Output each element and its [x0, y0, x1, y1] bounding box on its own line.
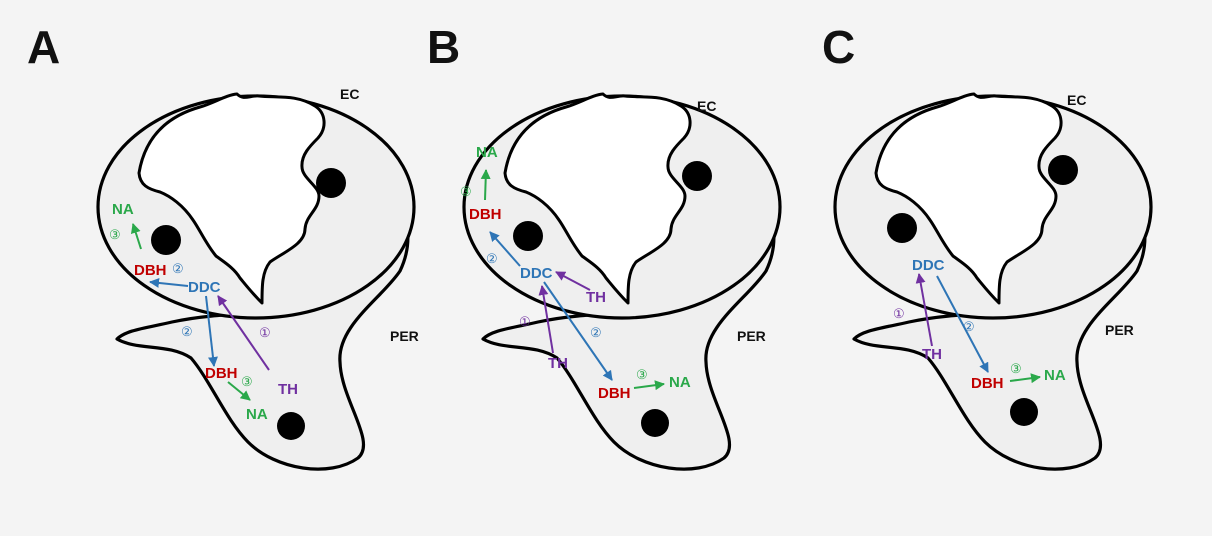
- panel-b-cells: [464, 94, 780, 469]
- ddc-label: DDC: [188, 279, 221, 296]
- panel-c: C EC PER DDC TH DBH NA ① ② ③: [822, 21, 1151, 469]
- th-per-label: TH: [548, 355, 568, 372]
- th-label: TH: [278, 381, 298, 398]
- na-per-label: NA: [246, 406, 268, 423]
- per-label: PER: [390, 328, 419, 344]
- per-nucleus: [641, 409, 669, 437]
- ec-nucleus: [151, 225, 181, 255]
- ec-nucleus: [682, 161, 712, 191]
- ddc-label: DDC: [912, 257, 945, 274]
- na-label: NA: [1044, 367, 1066, 384]
- th-label: TH: [922, 346, 942, 363]
- ec-nucleus: [316, 168, 346, 198]
- step-3-marker: ③: [636, 367, 648, 382]
- dbh-per-label: DBH: [205, 365, 238, 382]
- panel-label-a: A: [27, 21, 60, 73]
- step-1-marker: ①: [893, 306, 905, 321]
- step-2-marker: ②: [486, 251, 498, 266]
- ec-nucleus: [887, 213, 917, 243]
- step-3-marker: ③: [460, 184, 472, 199]
- step-3-marker: ③: [241, 374, 253, 389]
- per-label: PER: [1105, 322, 1134, 338]
- ec-label: EC: [340, 86, 359, 102]
- step-3-marker: ③: [109, 227, 121, 242]
- panel-b: B EC PER DDC TH DBH NA TH DBH NA ① ② ② ③…: [427, 21, 780, 469]
- step-1-marker: ①: [259, 325, 271, 340]
- ec-nucleus: [513, 221, 543, 251]
- dbh-to-na-ec-arrow: [485, 170, 486, 200]
- ddc-label: DDC: [520, 265, 553, 282]
- ec-nucleus: [1048, 155, 1078, 185]
- th-ec-label: TH: [586, 289, 606, 306]
- dbh-ec-label: DBH: [469, 206, 502, 223]
- panel-label-c: C: [822, 21, 855, 73]
- dbh-label: DBH: [971, 375, 1004, 392]
- ec-label: EC: [1067, 92, 1086, 108]
- na-ec-label: NA: [476, 144, 498, 161]
- step-1-marker: ①: [519, 314, 531, 329]
- per-nucleus: [1010, 398, 1038, 426]
- na-ec-label: NA: [112, 201, 134, 218]
- step-2-marker: ②: [172, 261, 184, 276]
- na-per-label: NA: [669, 374, 691, 391]
- panel-a: A EC PER TH DDC DBH NA DBH NA ① ② ② ③ ③: [27, 21, 419, 469]
- panel-c-cells: [835, 94, 1151, 469]
- ec-label: EC: [697, 98, 716, 114]
- dbh-ec-label: DBH: [134, 262, 167, 279]
- step-2-marker: ②: [181, 324, 193, 339]
- step-3-marker: ③: [1010, 361, 1022, 376]
- step-2-marker: ②: [963, 319, 975, 334]
- per-label: PER: [737, 328, 766, 344]
- dbh-per-label: DBH: [598, 385, 631, 402]
- panel-label-b: B: [427, 21, 460, 73]
- per-nucleus: [277, 412, 305, 440]
- step-2-marker: ②: [590, 325, 602, 340]
